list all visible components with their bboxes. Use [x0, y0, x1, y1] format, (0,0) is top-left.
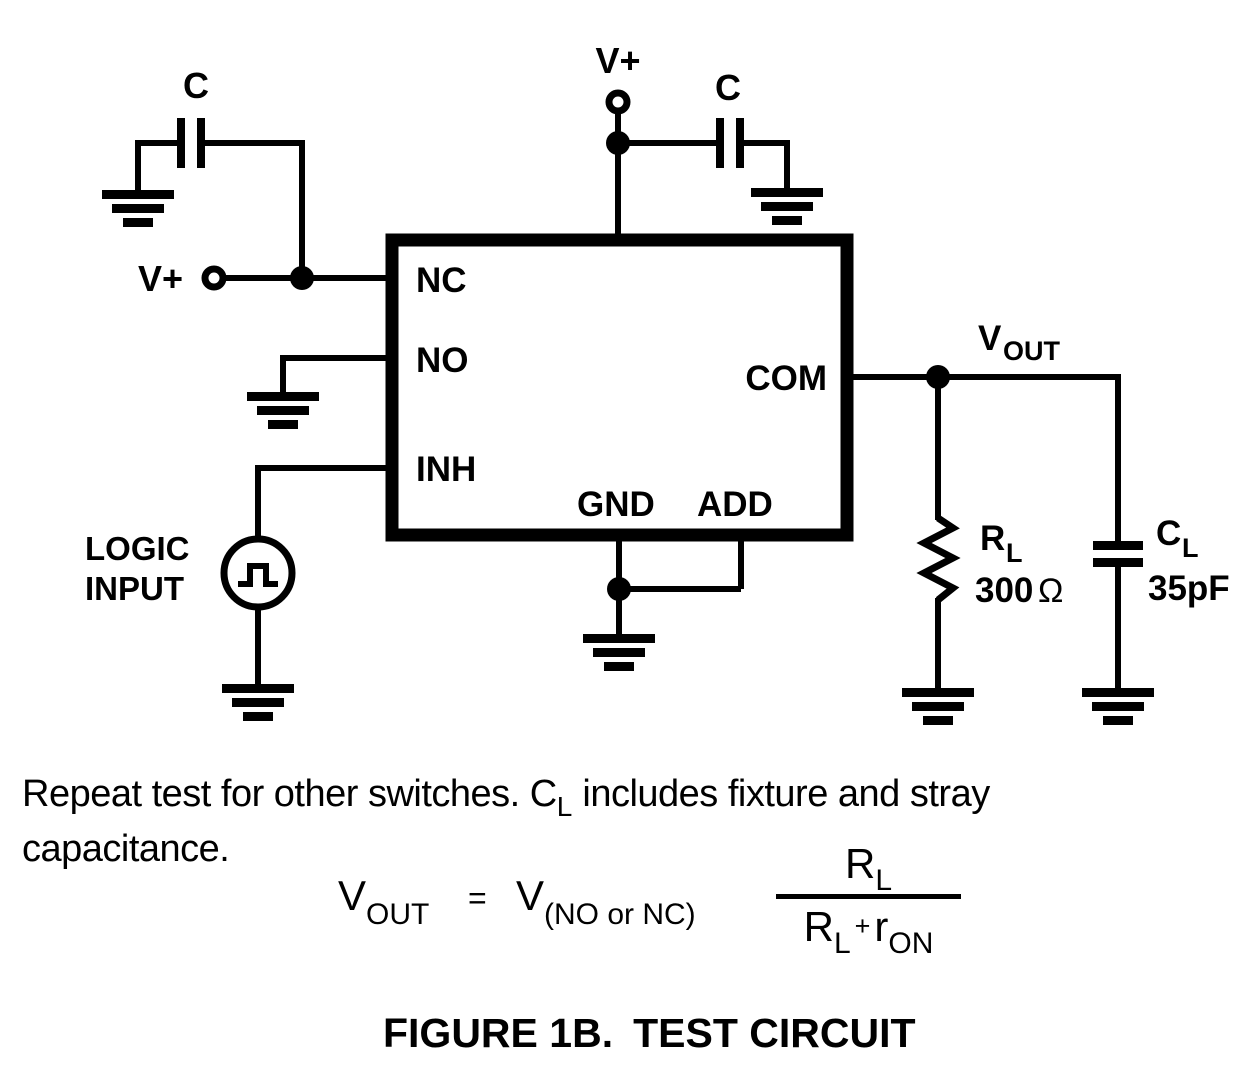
ground-icon [222, 684, 294, 721]
top-capacitor-label: C [715, 67, 741, 108]
note-line1-text2: includes fixture and stray [572, 773, 990, 815]
pulse-waveform-icon [238, 563, 278, 587]
equation-numerator: RL [776, 840, 961, 899]
pin-label-inh: INH [416, 450, 476, 489]
rl-value: 300 [975, 571, 1033, 610]
ground-icon [751, 188, 823, 225]
load-capacitor-plate [1093, 558, 1143, 567]
pin-label-no: NO [416, 341, 469, 380]
equation-den-plus: + [854, 911, 871, 941]
pin-label-add: ADD [697, 485, 773, 524]
left-capacitor-plate [197, 118, 205, 168]
equation-lhs-main: V [338, 872, 367, 919]
rl-label-main: R [980, 519, 1005, 558]
equation-denominator: RL+rON [776, 899, 961, 960]
junction-dot [926, 365, 950, 389]
vplus-left-terminal [201, 265, 227, 291]
ic-body [385, 233, 854, 542]
figure-caption: FIGURE 1B. TEST CIRCUIT [383, 1010, 916, 1057]
junction-dot [607, 577, 631, 601]
equation-rhs-sub: (NO or NC) [544, 898, 696, 931]
ground-icon [902, 688, 974, 725]
rl-label-sub: L [1006, 538, 1023, 568]
equation-den-r1-sub: L [833, 927, 851, 960]
logic-input-source [220, 535, 296, 611]
pin-label-nc: NC [416, 261, 467, 300]
vplus-top-terminal [605, 89, 631, 115]
note-line1: Repeat test for other switches. CL inclu… [22, 768, 1222, 823]
circuit-schematic: NC NO INH COM GND ADD V+ V+ C C LOGIC IN… [85, 40, 1230, 725]
equation-den-r2-sub: ON [888, 927, 934, 960]
top-capacitor-plate [736, 118, 744, 168]
ground-icon [247, 392, 319, 429]
vplus-left-label: V+ [138, 258, 183, 299]
load-capacitor-plate [1093, 541, 1143, 550]
equation-equals: = [468, 880, 487, 916]
capacitors [177, 118, 1143, 567]
vout-label-sub: OUT [1003, 336, 1061, 366]
equation-fraction: RL RL+rON [776, 840, 961, 960]
pin-label-gnd: GND [577, 485, 655, 524]
junction-dot [290, 266, 314, 290]
pin-label-com: COM [745, 359, 827, 398]
equation-lhs: VOUT [338, 872, 429, 931]
top-capacitor-plate [716, 118, 724, 168]
left-capacitor-label: C [183, 65, 209, 106]
rl-unit: Ω [1038, 572, 1063, 610]
note-line1-subscript: L [556, 791, 573, 822]
figure-caption-label: FIGURE 1B. [383, 1010, 614, 1056]
vplus-top-label: V+ [595, 40, 640, 81]
cl-value: 35pF [1148, 569, 1230, 608]
left-capacitor-plate [177, 118, 185, 168]
cl-label-main: C [1156, 514, 1181, 553]
junction-dot [606, 131, 630, 155]
cl-label-sub: L [1182, 533, 1199, 563]
ground-icon [583, 634, 655, 671]
note-text: Repeat test for other switches. CL inclu… [22, 768, 1222, 875]
equation-rhs: V(NO or NC) [516, 872, 696, 931]
equation-num-sub: L [875, 864, 893, 897]
vout-label-main: V [978, 319, 1002, 358]
logic-input-label-line2: INPUT [85, 570, 184, 607]
load-resistor-zigzag [916, 515, 961, 603]
ground-icon [1082, 688, 1154, 725]
equation-lhs-sub: OUT [366, 898, 430, 931]
equation-rhs-main: V [516, 872, 545, 919]
logic-input-label-line1: LOGIC [85, 530, 190, 567]
ground-icon [102, 190, 174, 227]
note-line2: capacitance. [22, 828, 230, 870]
equation-den-r2: r [874, 903, 889, 950]
note-line1-text: Repeat test for other switches. C [22, 773, 557, 815]
equation-num-main: R [844, 840, 876, 887]
figure-caption-title: TEST CIRCUIT [633, 1010, 916, 1056]
wires [135, 111, 1121, 690]
equation-den-r1: R [803, 903, 834, 950]
